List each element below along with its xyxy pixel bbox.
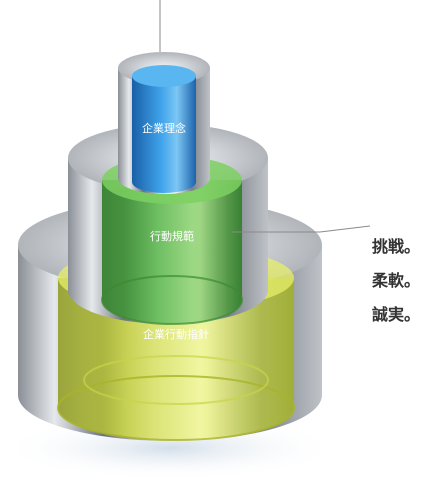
value-challenge: 挑戦。 bbox=[372, 237, 420, 256]
layer-label-middle: 行動規範 bbox=[150, 229, 194, 243]
value-sincere: 誠実。 bbox=[372, 305, 420, 324]
value-flexible: 柔軟。 bbox=[371, 271, 420, 290]
top-core bbox=[132, 65, 196, 193]
layer-label-top: 企業理念 bbox=[142, 121, 186, 135]
values-leader-line bbox=[232, 225, 371, 233]
layer-label-bottom: 企業行動指針 bbox=[143, 327, 209, 341]
